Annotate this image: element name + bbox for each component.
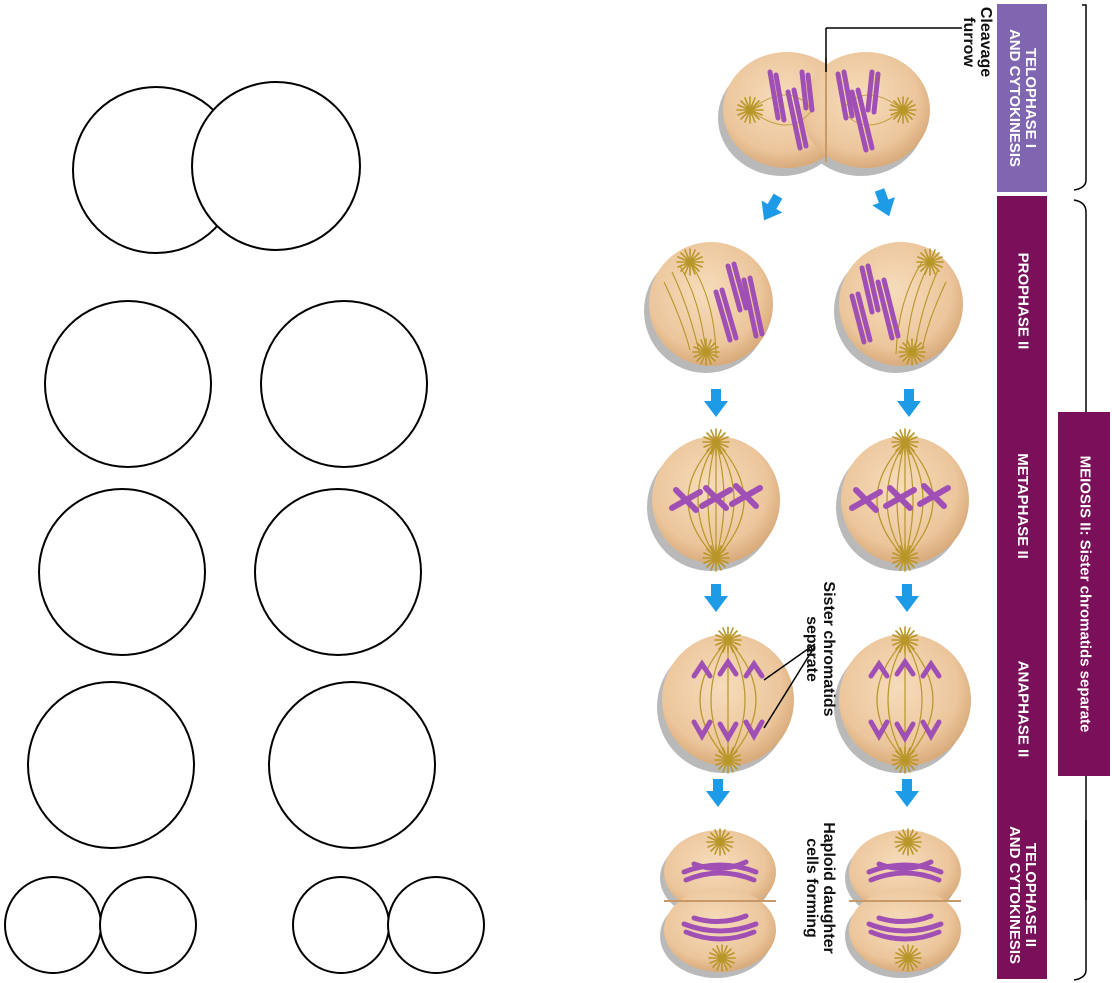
cleavage-line1: Cleavage	[977, 6, 994, 78]
blank-circle-metaphase2-right	[254, 488, 422, 656]
blank-circle-telophase2-4	[387, 876, 485, 974]
metaphase2-cell-left	[647, 428, 780, 572]
meiosis2-box: MEIOSIS II: Sister chromatids separate	[1058, 412, 1110, 776]
sister-line1: Sister chromatids	[820, 581, 837, 717]
phase-band-metaphase2: METAPHASE II	[997, 406, 1047, 606]
haploid-line2: cells forming	[803, 838, 820, 938]
phase-band-anaphase2: ANAPHASE II	[997, 606, 1047, 811]
telophase1-cell	[718, 27, 962, 176]
arrow-tel1-right	[868, 185, 901, 221]
phase-band-prophase2: PROPHASE II	[997, 196, 1047, 406]
blank-circle-telophase2-1	[4, 876, 102, 974]
telophase2-cells-right	[845, 828, 961, 978]
blank-circle-anaphase2-left	[27, 681, 195, 849]
phase-label-telophase1: TELOPHASE I AND CYTOKINESIS	[1006, 28, 1040, 168]
anaphase2-cell-left	[657, 626, 816, 774]
phase-label-metaphase2: METAPHASE II	[1014, 453, 1032, 559]
cleavage-line2: furrow	[960, 17, 977, 67]
phase-band-telophase2: TELOPHASE II AND CYTOKINESIS	[997, 811, 1047, 979]
annotation-haploid-cells: Haploid daughter cells forming	[801, 818, 837, 958]
sister-line2: separate	[803, 616, 820, 682]
annotation-cleavage-furrow: Cleavage furrow	[958, 2, 994, 82]
phase-band-telophase1: TELOPHASE I AND CYTOKINESIS	[997, 4, 1047, 192]
metaphase2-cell-right	[836, 428, 969, 572]
blank-circle-telophase2-3	[292, 876, 390, 974]
annotation-sister-chromatids: Sister chromatids separate	[801, 574, 837, 724]
blank-circle-telophase1-b	[191, 81, 361, 251]
prophase2-cell-left	[644, 242, 773, 373]
blank-circle-prophase2-left	[44, 300, 212, 468]
blank-circle-prophase2-right	[260, 300, 428, 468]
arrow-tel1-left	[753, 190, 789, 227]
telophase1-line2: AND CYTOKINESIS	[1006, 28, 1024, 168]
arrow-ana2-right	[895, 779, 919, 807]
blank-circle-telophase2-2	[99, 876, 197, 974]
arrow-pro2-right	[897, 389, 921, 417]
telophase1-line1: TELOPHASE I	[1022, 47, 1040, 149]
phase-label-prophase2: PROPHASE II	[1014, 252, 1031, 350]
arrow-meta2-left	[704, 584, 728, 612]
telophase2-line1: TELOPHASE II	[1022, 842, 1040, 948]
arrow-meta2-right	[895, 584, 919, 612]
anaphase2-cell-right	[834, 626, 971, 774]
telophase2-cells-left	[660, 828, 776, 978]
blank-circle-anaphase2-right	[268, 681, 436, 849]
phase-label-anaphase2: ANAPHASE II	[1014, 660, 1031, 757]
prophase2-cell-right	[834, 242, 963, 373]
blank-circle-metaphase2-left	[38, 488, 206, 656]
haploid-line1: Haploid daughter	[820, 822, 837, 954]
arrow-pro2-left	[704, 389, 728, 417]
meiosis2-title: MEIOSIS II: Sister chromatids separate	[1076, 455, 1094, 733]
arrow-ana2-left	[706, 779, 730, 807]
telophase2-line2: AND CYTOKINESIS	[1006, 825, 1024, 965]
phase-label-telophase2: TELOPHASE II AND CYTOKINESIS	[1006, 825, 1040, 965]
